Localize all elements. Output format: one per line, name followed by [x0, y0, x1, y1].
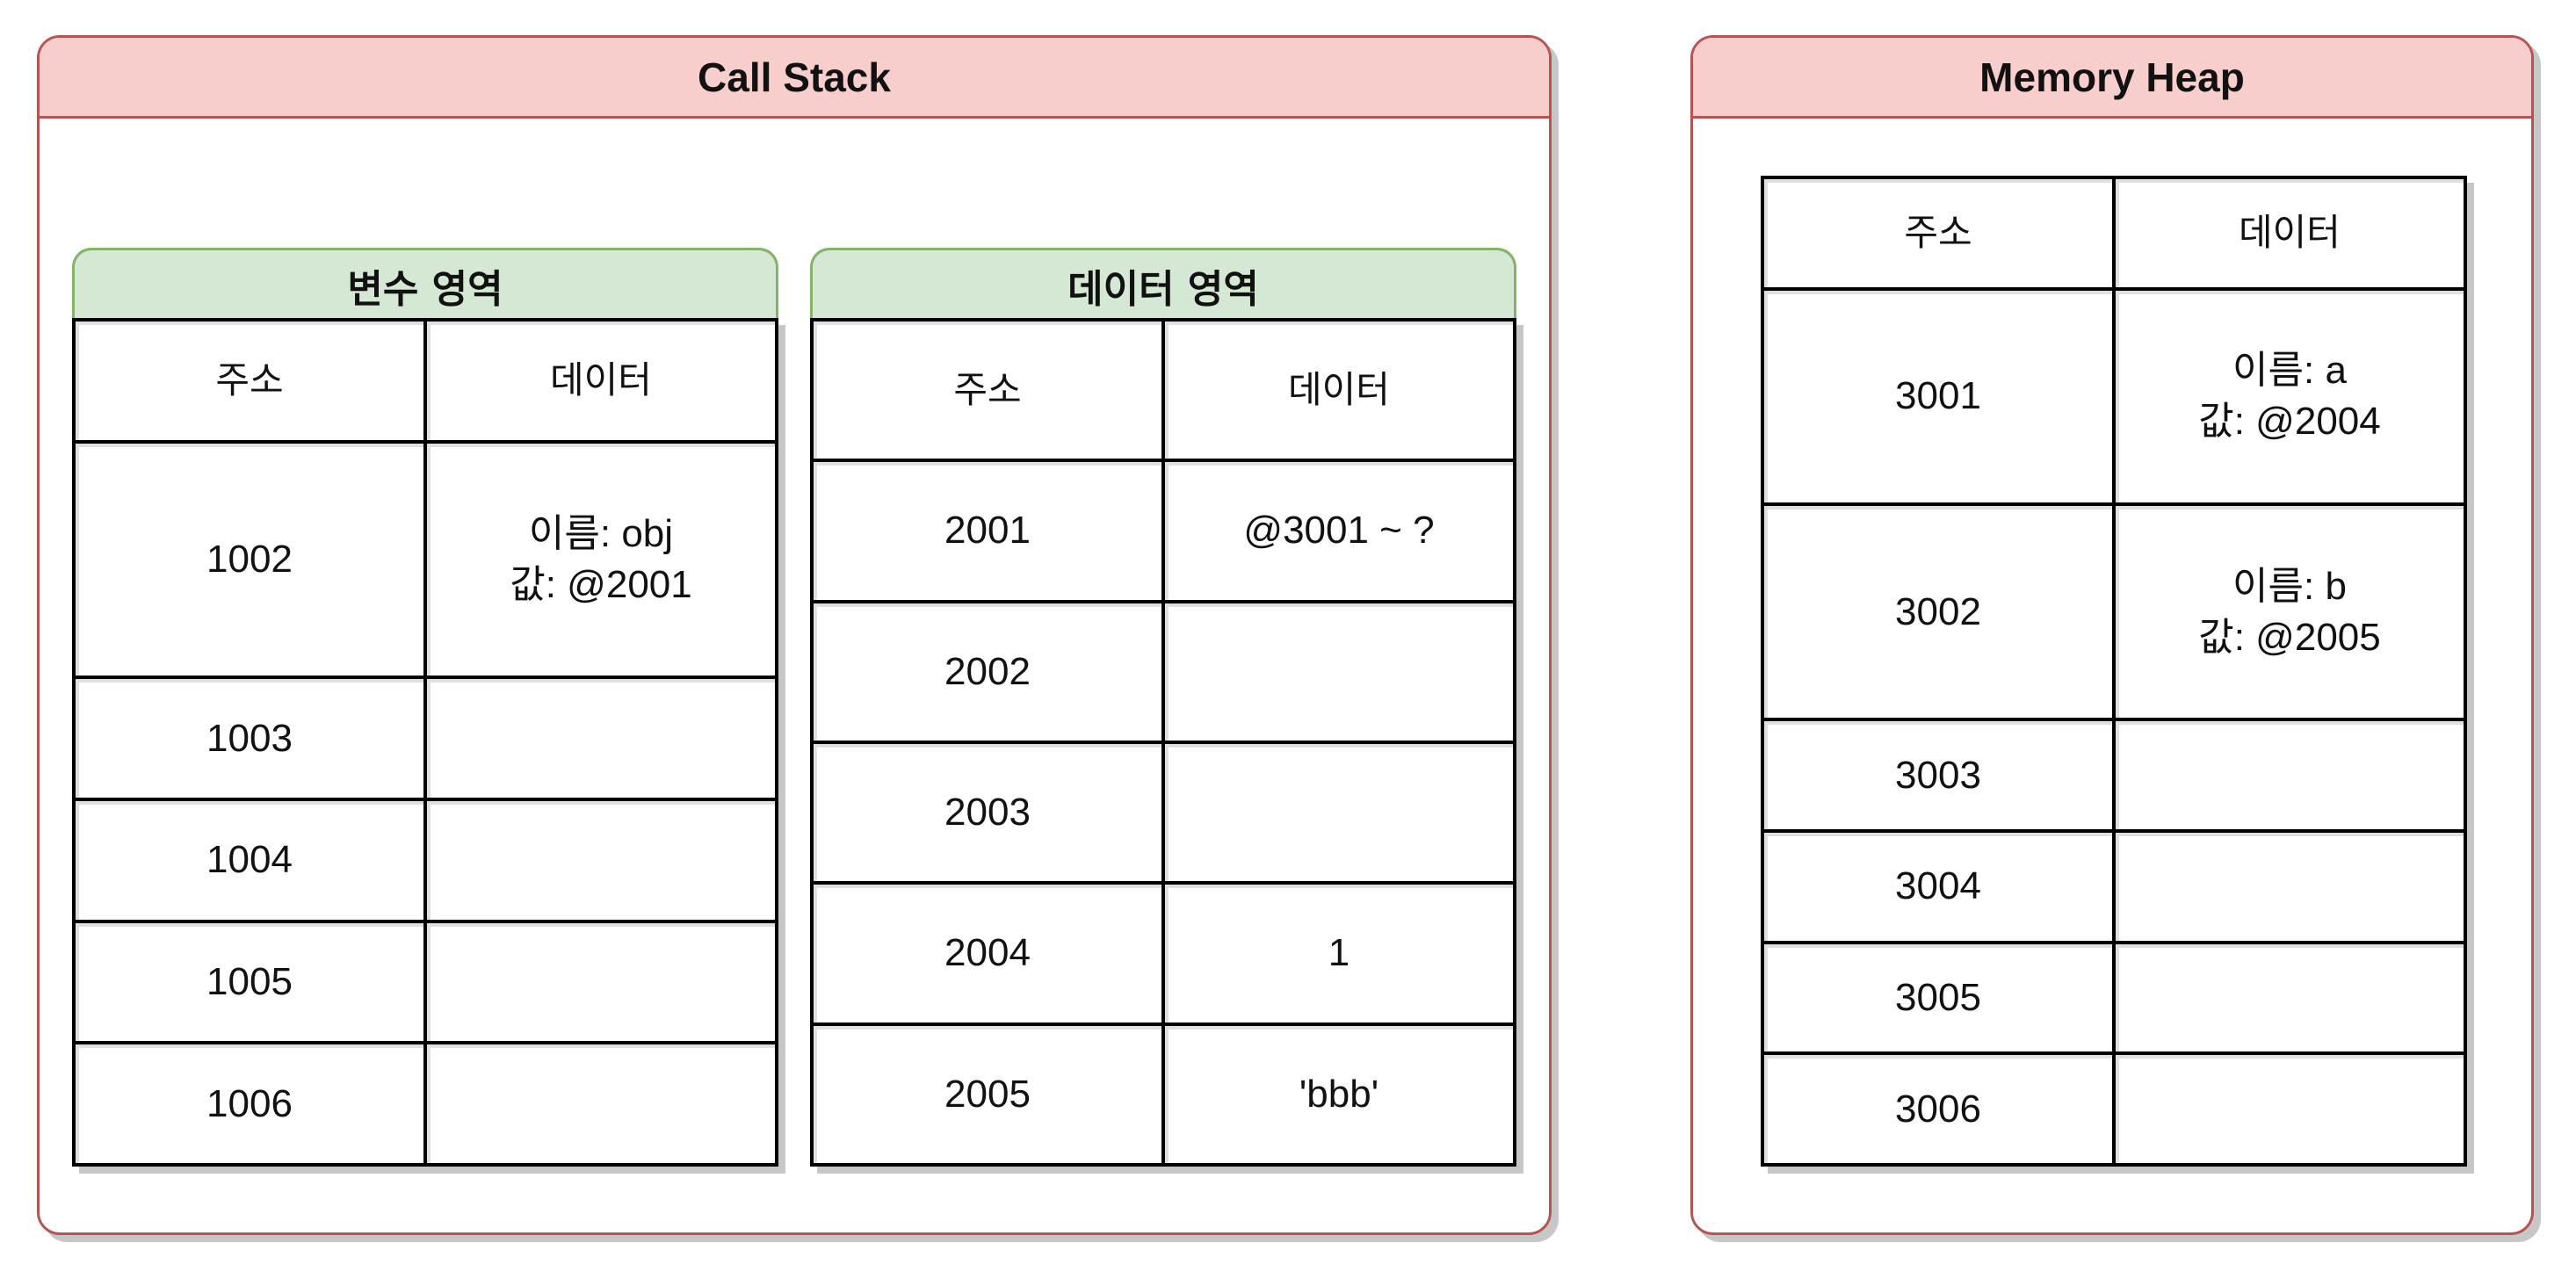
data-area-row: 2003: [810, 740, 1516, 885]
data-area-title: 데이터 영역: [810, 248, 1516, 320]
variable-area-data-cell: [423, 919, 778, 1045]
data-area-data-cell: 1: [1161, 881, 1516, 1026]
variable-area-title: 변수 영역: [72, 248, 778, 320]
data-area-address-cell: 2001: [810, 459, 1165, 603]
memory-heap-address-cell: 3004: [1761, 828, 2116, 944]
variable-area-data-cell: [423, 676, 778, 801]
variable-area-address-cell: 1003: [72, 676, 427, 801]
variable-area-data-line: 이름: obj: [528, 511, 674, 555]
variable-area-row: 1005: [72, 919, 778, 1045]
variable-area-row: 1003: [72, 676, 778, 801]
data-area-row: 2005 'bbb': [810, 1022, 1516, 1167]
variable-area-data-line: 값: @2001: [510, 562, 692, 606]
data-area-data-cell: [1161, 740, 1516, 885]
memory-heap-title: Memory Heap: [1693, 38, 2531, 119]
memory-heap-row: 3005: [1761, 940, 2467, 1056]
memory-heap-row: 3006: [1761, 1051, 2467, 1167]
variable-area-address-cell: 1006: [72, 1041, 427, 1167]
variable-area-row: 1002 이름: obj 값: @2001: [72, 439, 778, 680]
memory-heap-data-cell: [2112, 718, 2467, 833]
data-area-data-line: 1: [1328, 931, 1350, 975]
memory-heap-address-cell: 3005: [1761, 940, 2116, 1056]
memory-heap-data-cell: [2112, 1051, 2467, 1167]
data-area-address-cell: 2004: [810, 881, 1165, 1026]
memory-heap-column-header: 데이터: [2112, 176, 2467, 291]
variable-area-column-header: 데이터: [423, 318, 778, 444]
data-area-column-header: 데이터: [1161, 317, 1516, 463]
memory-heap-row: 3001 이름: a 값: @2004: [1761, 286, 2467, 506]
variable-area-row: 1004: [72, 797, 778, 923]
memory-heap-data-cell: 이름: a 값: @2004: [2112, 286, 2467, 506]
data-area-data-cell: @3001 ~ ?: [1161, 459, 1516, 603]
memory-heap-address-cell: 3006: [1761, 1051, 2116, 1167]
memory-heap-row: 3003: [1761, 718, 2467, 833]
data-area-data-line: 'bbb': [1299, 1072, 1379, 1116]
memory-heap-row: 3002 이름: b 값: @2005: [1761, 502, 2467, 722]
variable-area-column-header: 주소: [72, 318, 427, 444]
variable-area-address-cell: 1005: [72, 919, 427, 1045]
memory-heap-data-line: 값: @2004: [2198, 400, 2381, 444]
data-area-address-cell: 2003: [810, 740, 1165, 885]
memory-heap-address-cell: 3003: [1761, 718, 2116, 833]
data-area-address-cell: 2005: [810, 1022, 1165, 1167]
data-area-column-header: 주소: [810, 317, 1165, 463]
data-area-data-cell: [1161, 599, 1516, 744]
variable-area-address-cell: 1004: [72, 797, 427, 923]
memory-heap-address-cell: 3001: [1761, 286, 2116, 506]
variable-area-data-cell: 이름: obj 값: @2001: [423, 439, 778, 680]
memory-heap-data-cell: 이름: b 값: @2005: [2112, 502, 2467, 722]
data-area-data-cell: 'bbb': [1161, 1022, 1516, 1167]
data-area-row: 2001 @3001 ~ ?: [810, 459, 1516, 603]
memory-heap-column-header: 주소: [1761, 176, 2116, 291]
variable-area-data-cell: [423, 797, 778, 923]
variable-area-row: 1006: [72, 1041, 778, 1167]
memory-heap-data-line: 이름: a: [2232, 349, 2347, 393]
memory-heap-data-line: 값: @2005: [2198, 615, 2381, 659]
variable-area-data-cell: [423, 1041, 778, 1167]
variable-area-address-cell: 1002: [72, 439, 427, 680]
memory-heap-row: 3004: [1761, 828, 2467, 944]
data-area-address-cell: 2002: [810, 599, 1165, 744]
call-stack-title: Call Stack: [40, 38, 1549, 119]
data-area-row: 2002: [810, 599, 1516, 744]
data-area-data-line: @3001 ~ ?: [1243, 509, 1435, 553]
memory-heap-data-cell: [2112, 828, 2467, 944]
memory-heap-data-line: 이름: b: [2232, 564, 2347, 608]
data-area-row: 2004 1: [810, 881, 1516, 1026]
memory-heap-address-cell: 3002: [1761, 502, 2116, 722]
memory-heap-data-cell: [2112, 940, 2467, 1056]
